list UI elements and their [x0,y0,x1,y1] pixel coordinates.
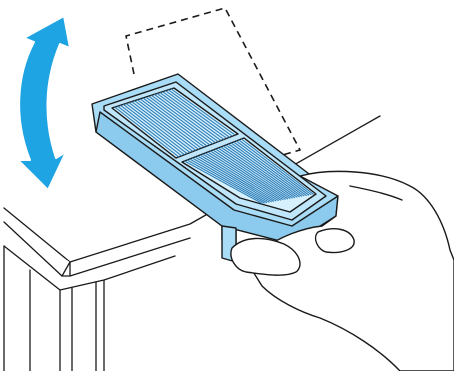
hand-finger [316,229,355,253]
table-leg-left [4,246,30,371]
table-leg-inner [96,280,104,371]
double-headed-arrow-icon [18,16,70,190]
table-leg-front [60,288,72,371]
table-top-edge-front [4,222,70,276]
